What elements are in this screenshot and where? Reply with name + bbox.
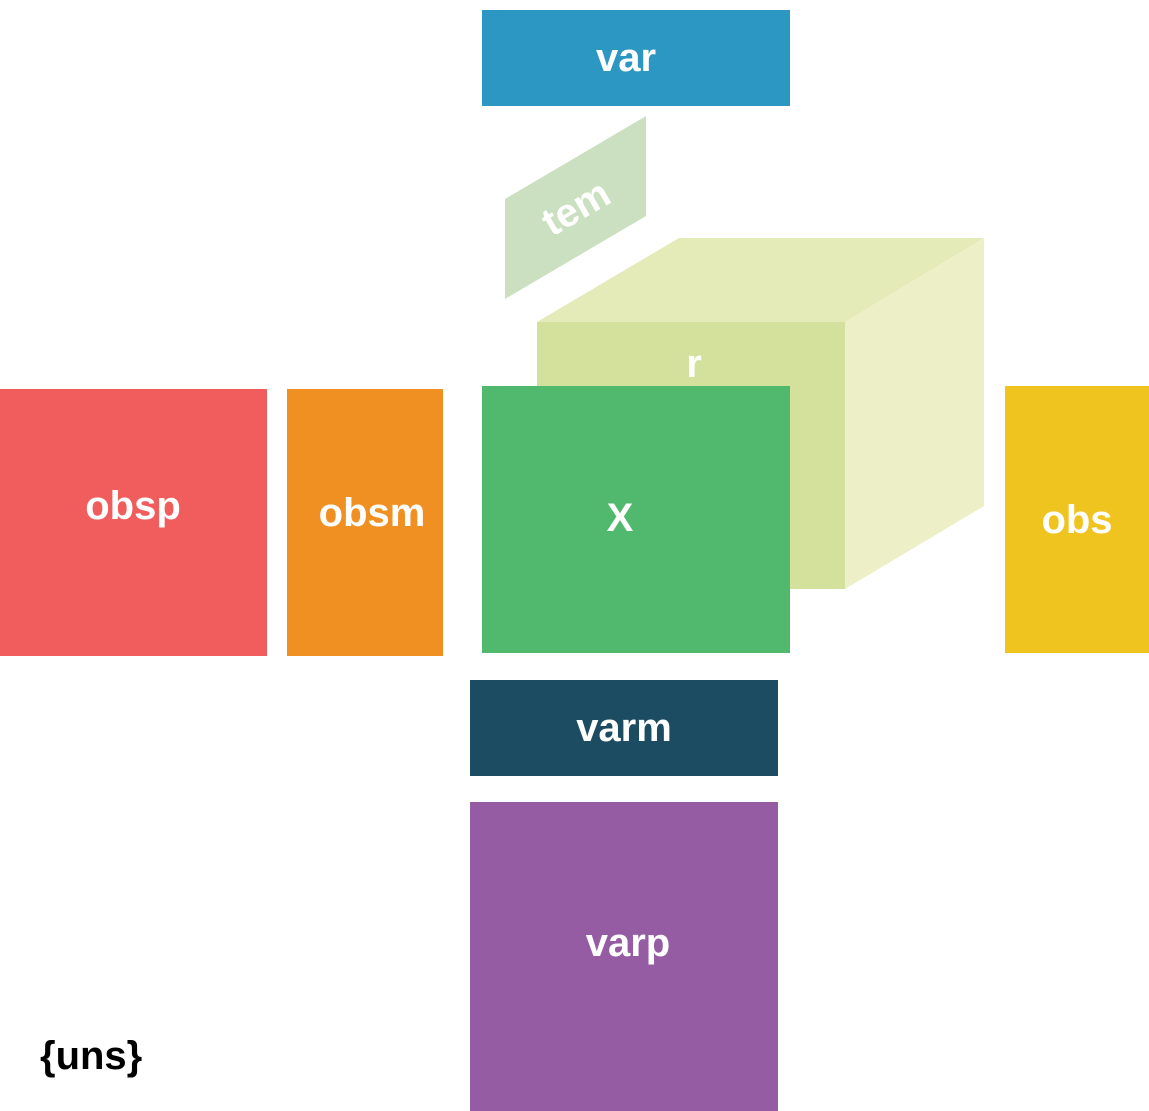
obsm-label: obsm <box>319 491 426 535</box>
var-block <box>482 10 790 106</box>
varp-block <box>470 802 778 1111</box>
obs-label: obs <box>1041 498 1112 542</box>
x-label: X <box>607 496 634 540</box>
varm-label: varm <box>576 706 672 750</box>
uns-label: {uns} <box>40 1034 142 1078</box>
obs-block <box>1005 386 1149 653</box>
r-block-side <box>845 238 984 589</box>
obsp-label: obsp <box>85 484 181 528</box>
var-label: var <box>596 36 656 80</box>
r-block-top <box>537 238 984 322</box>
obsm-block <box>287 389 443 656</box>
x-block <box>482 386 790 653</box>
varp-label: varp <box>586 921 671 965</box>
obsp-block <box>0 389 267 656</box>
r-label: r <box>686 342 702 386</box>
varm-block <box>470 680 778 776</box>
tem-block <box>505 116 646 299</box>
